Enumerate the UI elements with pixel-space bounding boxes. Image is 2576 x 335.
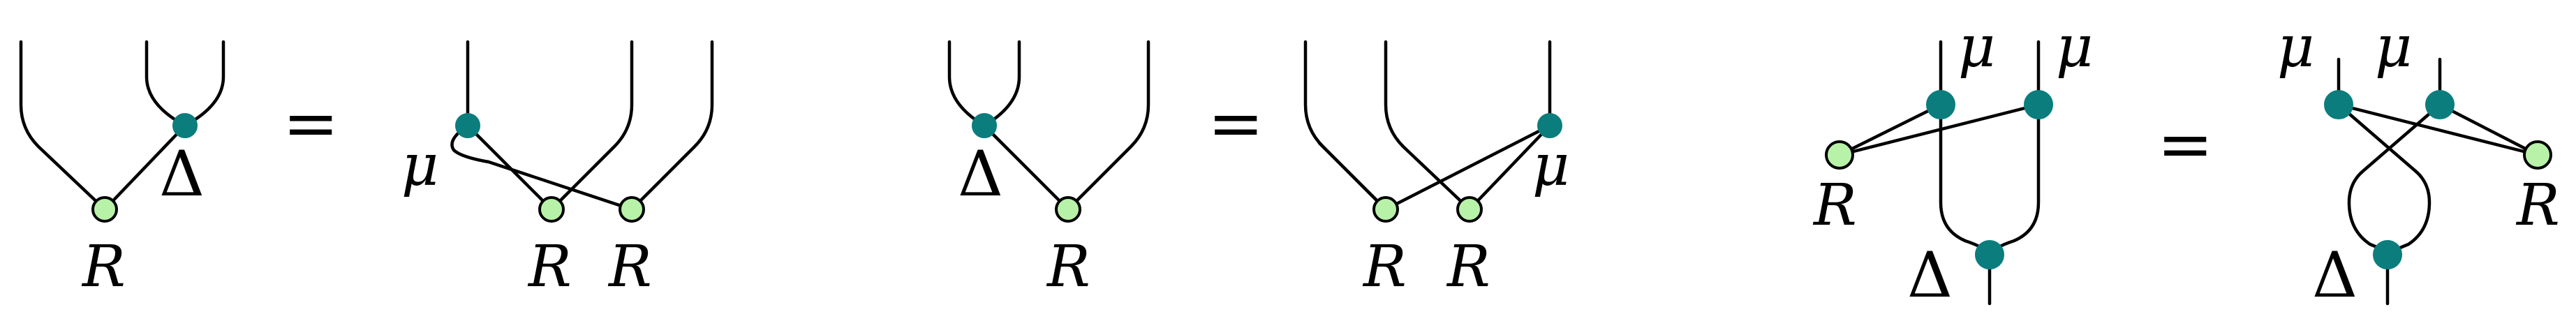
r-node [1055, 196, 1081, 223]
wire [2438, 103, 2540, 157]
wire [19, 40, 107, 211]
label-r: R [527, 234, 572, 300]
label-r: R [1446, 234, 1490, 300]
multiplication-node [2425, 90, 2455, 119]
label-mu: μ [2056, 14, 2093, 80]
wire [1384, 124, 1552, 211]
comultiplication-node [172, 113, 198, 138]
equals-sign: = [2157, 105, 2213, 184]
wire [982, 40, 1021, 128]
label-r: R [81, 234, 126, 300]
wire [145, 40, 187, 128]
equals-sign: = [283, 84, 339, 163]
wire [2337, 103, 2540, 157]
wire [450, 124, 634, 211]
multiplication-node [1537, 113, 1562, 138]
comultiplication-node [972, 113, 997, 138]
label-r: R [607, 234, 652, 300]
comultiplication-node [2373, 240, 2402, 269]
wire [1987, 103, 2041, 257]
label-mu: μ [1958, 14, 1995, 80]
comultiplication-node [1975, 240, 2004, 269]
label-mu: μ [401, 133, 438, 199]
label-mu: μ [1532, 133, 1569, 199]
label-r: R [2515, 172, 2560, 239]
wire [982, 124, 1070, 211]
wire [1467, 124, 1552, 211]
r-node [91, 196, 118, 223]
label-mu: μ [2375, 14, 2412, 80]
equation-1-lhs: R Δ [19, 40, 225, 300]
multiplication-node [2324, 90, 2353, 119]
equation-2-lhs: Δ R [947, 40, 1150, 300]
label-delta: Δ [2312, 239, 2357, 312]
label-delta: Δ [1907, 239, 1953, 312]
label-delta: Δ [159, 137, 205, 211]
r-node [619, 196, 645, 223]
equation-2-rhs: μ R R [1303, 40, 1569, 300]
equation-3-lhs: μ μ R Δ [1812, 14, 2093, 312]
r-node [1372, 196, 1399, 223]
multiplication-node [2024, 90, 2053, 119]
r-node [1825, 140, 1854, 170]
equals-sign: = [1208, 84, 1264, 163]
wire [1384, 40, 1472, 211]
label-r: R [1362, 234, 1407, 300]
label-delta: Δ [958, 137, 1003, 211]
wire [1303, 40, 1388, 211]
wire [1837, 103, 1943, 157]
wire [1837, 103, 2041, 157]
label-mu: μ [2277, 14, 2314, 80]
wire [1066, 40, 1150, 211]
wire [947, 40, 986, 128]
label-r: R [1812, 172, 1857, 239]
equation-3-rhs: μ μ R Δ [2277, 14, 2560, 312]
wire [183, 40, 225, 128]
multiplication-node [455, 113, 480, 138]
wire [1317, 141, 1388, 211]
multiplication-node [1926, 90, 1955, 119]
wire [549, 40, 634, 211]
wire [103, 124, 187, 211]
equation-1-rhs: μ R R [401, 40, 714, 300]
r-node [2523, 140, 2552, 170]
label-r: R [1046, 234, 1090, 300]
r-node [1456, 196, 1483, 223]
r-node [538, 196, 565, 223]
wire [630, 40, 714, 211]
